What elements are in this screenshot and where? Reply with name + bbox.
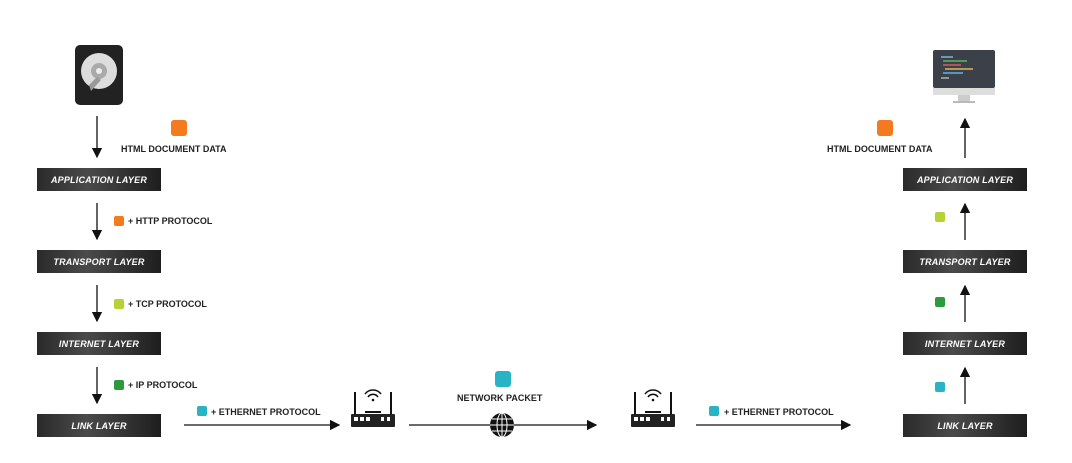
sender-internet-layer: INTERNET LAYER	[37, 332, 161, 355]
html-data-cube-icon	[171, 120, 187, 136]
http-step-label: + HTTP PROTOCOL	[128, 216, 213, 226]
tcp-cube-icon	[935, 297, 945, 307]
http-cube-icon	[114, 216, 124, 226]
sender-transport-layer: TRANSPORT LAYER	[37, 250, 161, 273]
html-data-cube-icon	[877, 120, 893, 136]
sender-application-layer: APPLICATION LAYER	[37, 168, 161, 191]
sender-link-layer: LINK LAYER	[37, 414, 161, 437]
monitor-icon	[933, 50, 995, 103]
receiver-link-layer: LINK LAYER	[903, 414, 1027, 437]
globe-icon	[490, 412, 514, 438]
sender-data-label: HTML DOCUMENT DATA	[121, 144, 227, 154]
router-icon	[631, 389, 675, 427]
router-icon	[351, 389, 395, 427]
http-cube-icon	[935, 212, 945, 222]
receiver-ethernet-label: + ETHERNET PROTOCOL	[724, 407, 834, 417]
receiver-data-label: HTML DOCUMENT DATA	[827, 144, 933, 154]
receiver-application-layer: APPLICATION LAYER	[903, 168, 1027, 191]
ip-step-label: + IP PROTOCOL	[128, 380, 198, 390]
ip-cube-icon	[114, 380, 124, 390]
network-packet-cube-icon	[495, 371, 511, 387]
tcp-step-label: + TCP PROTOCOL	[128, 299, 207, 309]
sender-ethernet-label: + ETHERNET PROTOCOL	[211, 407, 321, 417]
ip-cube-icon	[935, 382, 945, 392]
network-packet-label: NETWORK PACKET	[457, 393, 543, 403]
receiver-transport-layer: TRANSPORT LAYER	[903, 250, 1027, 273]
receiver-internet-layer: INTERNET LAYER	[903, 332, 1027, 355]
ethernet-cube-icon	[197, 406, 207, 416]
hard-disk-icon	[75, 45, 123, 105]
tcp-cube-icon	[114, 299, 124, 309]
ethernet-cube-icon	[709, 406, 719, 416]
